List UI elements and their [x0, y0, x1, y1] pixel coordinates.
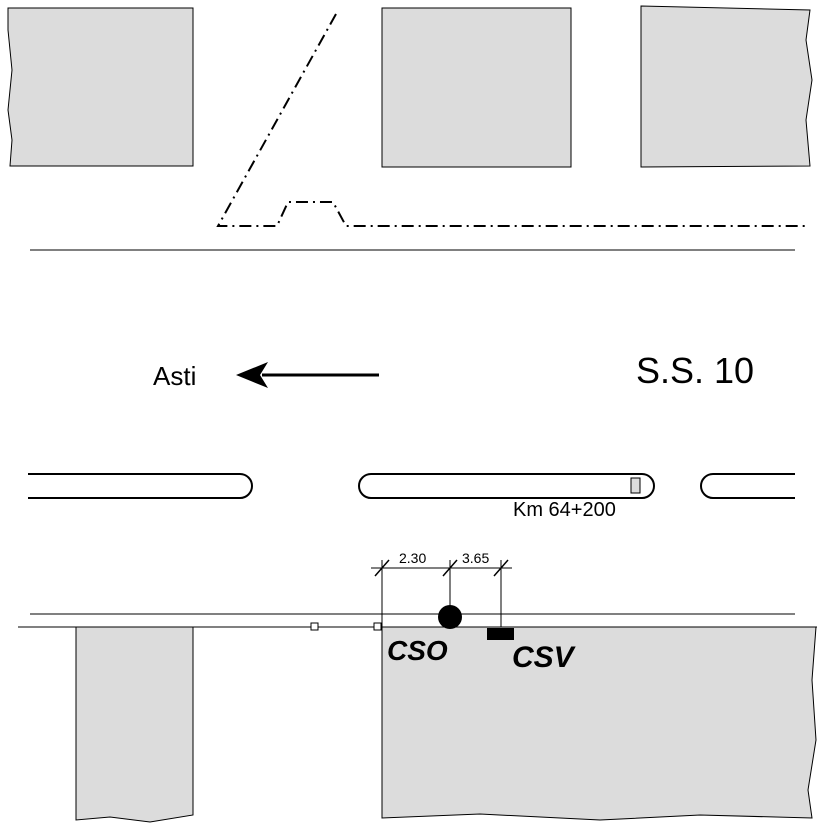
- km-label: Km 64+200: [513, 499, 616, 521]
- median-island-left: [28, 473, 253, 499]
- csv-label: CSV: [512, 641, 577, 674]
- csv-station-marker: [487, 628, 514, 640]
- dimension-right-label: 3.65: [462, 550, 489, 566]
- direction-arrow: [236, 362, 379, 388]
- sidewalk-post-left: [310, 622, 319, 631]
- road-name-label: S.S. 10: [636, 350, 754, 391]
- median-island-right: [700, 473, 795, 499]
- sidewalk-post-right: [373, 622, 382, 631]
- boundary-dashdot-line: [216, 13, 806, 227]
- direction-label: Asti: [153, 361, 196, 391]
- building-block-bottom-right: [381, 626, 817, 821]
- median-island-center: [358, 473, 655, 499]
- dimension-left-label: 2.30: [399, 550, 426, 566]
- km-marker-post: [630, 477, 641, 494]
- building-block-top-left: [7, 7, 194, 167]
- cso-station-marker: [438, 605, 462, 629]
- cso-label: CSO: [387, 635, 448, 666]
- building-block-top-center: [381, 7, 572, 168]
- dimension-annotation: [371, 559, 512, 628]
- building-block-bottom-left: [75, 626, 194, 823]
- building-block-top-right: [640, 5, 813, 168]
